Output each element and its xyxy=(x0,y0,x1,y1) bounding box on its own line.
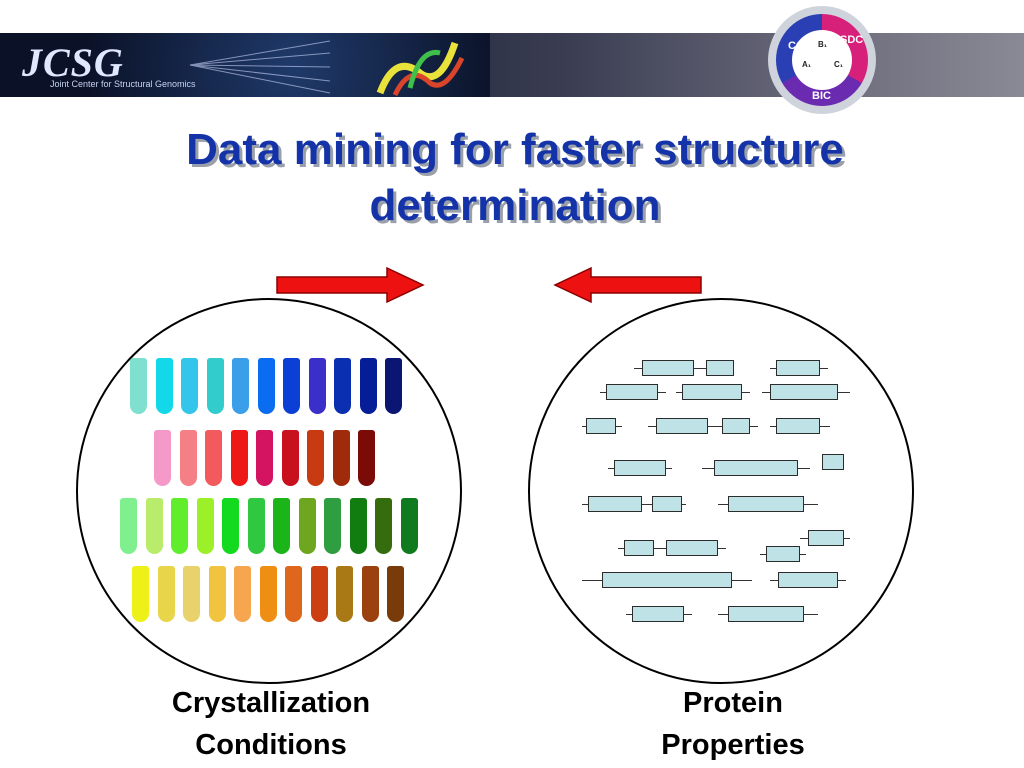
crystallization-tube xyxy=(222,498,239,554)
seq-block xyxy=(776,360,820,376)
crystallization-tube xyxy=(120,498,137,554)
caption-left-line-2: Conditions xyxy=(141,724,401,766)
crystallization-tube xyxy=(309,358,326,414)
seq-block xyxy=(778,572,838,588)
seq-block xyxy=(652,496,682,512)
crystallization-tube xyxy=(209,566,226,622)
crystallization-tube xyxy=(132,566,149,622)
crystallization-tube xyxy=(158,566,175,622)
crystallization-tube xyxy=(285,566,302,622)
left-arrow xyxy=(551,266,703,304)
caption-left-line-1: Crystallization xyxy=(141,682,401,724)
seq-block xyxy=(770,384,838,400)
badge-c1: C₁ xyxy=(834,60,843,69)
seq-block xyxy=(606,384,658,400)
crystallization-tube xyxy=(256,430,273,486)
crystallization-tube xyxy=(260,566,277,622)
badge-bic: BIC xyxy=(812,90,831,102)
crystallization-tube xyxy=(283,358,300,414)
crystallization-tube xyxy=(146,498,163,554)
crystallization-tube xyxy=(375,498,392,554)
seq-block xyxy=(614,460,666,476)
jcsg-core-badge: B₁ A₁ C₁ CC SDC BIC xyxy=(768,6,876,114)
seq-block xyxy=(776,418,820,434)
crystallization-tube xyxy=(350,498,367,554)
seq-block xyxy=(728,496,804,512)
crystallization-tube xyxy=(232,358,249,414)
caption-right-line-2: Properties xyxy=(603,724,863,766)
slide-title: Data mining for faster structure determi… xyxy=(100,122,930,234)
crystallization-tube xyxy=(234,566,251,622)
protein-circle xyxy=(528,298,914,684)
crystallization-tube xyxy=(334,358,351,414)
seq-block xyxy=(588,496,642,512)
title-line-1: Data mining for faster structure xyxy=(100,122,930,178)
crystallization-tube xyxy=(197,498,214,554)
crystallization-tube xyxy=(385,358,402,414)
seq-block xyxy=(602,572,732,588)
crystallization-tube xyxy=(130,358,147,414)
seq-block xyxy=(766,546,800,562)
seq-block xyxy=(714,460,798,476)
seq-block xyxy=(808,530,844,546)
crystallization-tube xyxy=(205,430,222,486)
seq-block xyxy=(706,360,734,376)
seq-block xyxy=(728,606,804,622)
seq-block xyxy=(722,418,750,434)
seq-block xyxy=(586,418,616,434)
crystallization-tube xyxy=(324,498,341,554)
seq-block xyxy=(682,384,742,400)
crystallization-tube xyxy=(181,358,198,414)
crystallization-tube xyxy=(183,566,200,622)
crystallization-tube xyxy=(180,430,197,486)
crystallization-tube xyxy=(311,566,328,622)
seq-block xyxy=(624,540,654,556)
crystallization-tube xyxy=(299,498,316,554)
crystallization-tube xyxy=(231,430,248,486)
crystallization-tube xyxy=(333,430,350,486)
crystallization-tube xyxy=(171,498,188,554)
seq-block xyxy=(666,540,718,556)
crystallization-tube xyxy=(207,358,224,414)
logo-subtitle: Joint Center for Structural Genomics xyxy=(50,79,196,89)
crystallization-tube xyxy=(154,430,171,486)
crystallization-tube xyxy=(401,498,418,554)
crystallization-tube xyxy=(360,358,377,414)
crystallization-tube xyxy=(273,498,290,554)
crystallization-tube xyxy=(362,566,379,622)
right-arrow xyxy=(275,266,427,304)
badge-a1: A₁ xyxy=(802,60,811,69)
crystallization-tube xyxy=(387,566,404,622)
seq-block xyxy=(656,418,708,434)
protein-caption: Protein Properties xyxy=(603,682,863,766)
crystallization-tube xyxy=(336,566,353,622)
seq-block xyxy=(642,360,694,376)
crystallization-caption: Crystallization Conditions xyxy=(141,682,401,766)
seq-block xyxy=(822,454,844,470)
crystallization-tube xyxy=(156,358,173,414)
crystallization-circle xyxy=(76,298,462,684)
crystallization-tube xyxy=(258,358,275,414)
seq-block xyxy=(632,606,684,622)
title-line-2: determination xyxy=(100,178,930,234)
badge-cc: CC xyxy=(788,40,804,52)
badge-b1: B₁ xyxy=(818,40,827,49)
crystallization-tube xyxy=(282,430,299,486)
badge-ring: B₁ A₁ C₁ CC SDC BIC xyxy=(776,14,868,106)
crystallization-tube xyxy=(358,430,375,486)
crystallization-tube xyxy=(307,430,324,486)
caption-right-line-1: Protein xyxy=(603,682,863,724)
crystallization-tube xyxy=(248,498,265,554)
badge-sdc: SDC xyxy=(840,34,863,46)
